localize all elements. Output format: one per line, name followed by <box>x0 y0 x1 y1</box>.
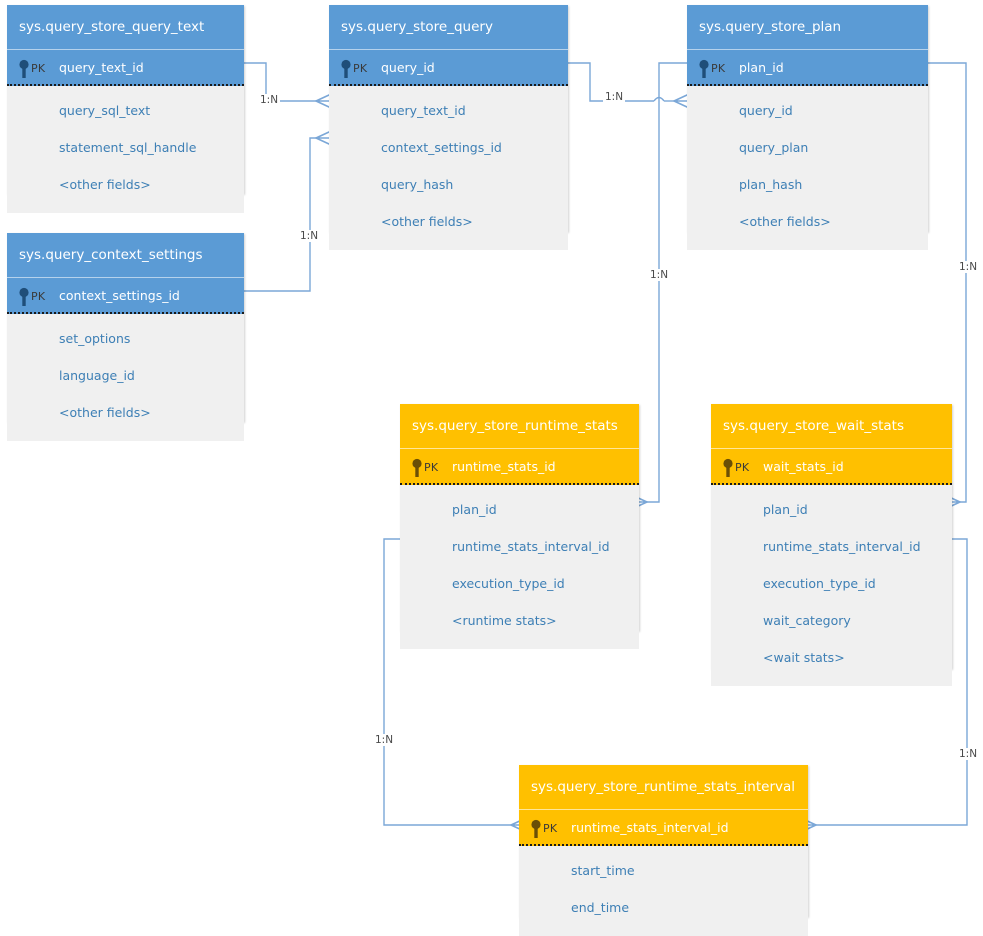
field-row: plan_hash <box>739 177 803 192</box>
pk-badge: PK <box>31 62 46 75</box>
entity-title: sys.query_store_runtime_stats <box>400 404 639 448</box>
connector-plan-to-wait-stats <box>928 62 967 503</box>
field-row: runtime_stats_interval_id <box>452 539 610 554</box>
key-icon <box>19 59 29 78</box>
primary-key-row[interactable]: PK wait_stats_id <box>711 448 952 485</box>
field-row: context_settings_id <box>381 140 502 155</box>
key-icon <box>723 458 733 477</box>
entity-fields: start_time end_time <box>519 846 808 936</box>
primary-key-row[interactable]: PK query_text_id <box>7 49 244 86</box>
key-icon <box>699 59 709 78</box>
field-row: <wait stats> <box>763 650 845 665</box>
entity-query-store-runtime-stats-interval[interactable]: sys.query_store_runtime_stats_interval P… <box>519 765 808 936</box>
connector-plan-to-runtime-stats <box>647 62 687 503</box>
entity-fields: query_text_id context_settings_id query_… <box>329 86 568 250</box>
pk-badge: PK <box>735 461 750 474</box>
cardinality-label-plan-runtime-stats: 1:N <box>648 269 671 281</box>
pk-badge: PK <box>424 461 439 474</box>
pk-field-name: query_id <box>381 59 435 75</box>
primary-key-row[interactable]: PK query_id <box>329 49 568 86</box>
primary-key-row[interactable]: PK runtime_stats_id <box>400 448 639 485</box>
primary-key-row[interactable]: PK plan_id <box>687 49 928 86</box>
field-row: query_hash <box>381 177 454 192</box>
entity-fields: set_options language_id <other fields> <box>7 314 244 441</box>
key-icon <box>19 287 29 306</box>
field-row: query_sql_text <box>59 103 151 118</box>
pk-field-name: context_settings_id <box>59 287 180 303</box>
entity-query-store-plan[interactable]: sys.query_store_plan PK plan_id query_id… <box>687 5 928 250</box>
field-row: execution_type_id <box>763 576 876 591</box>
field-row: <other fields> <box>381 214 473 229</box>
field-row: <other fields> <box>59 177 151 192</box>
connector-query-text-to-query <box>244 62 316 102</box>
pk-badge: PK <box>711 62 726 75</box>
cardinality-label-plan-wait-stats: 1:N <box>957 261 980 273</box>
primary-key-row[interactable]: PK runtime_stats_interval_id <box>519 809 808 846</box>
field-row: wait_category <box>763 613 851 628</box>
pk-field-name: runtime_stats_id <box>452 458 556 474</box>
entity-title: sys.query_store_wait_stats <box>711 404 952 448</box>
cardinality-label-context-settings-query: 1:N <box>298 230 321 242</box>
entity-title: sys.query_store_query_text <box>7 5 244 49</box>
pk-badge: PK <box>353 62 368 75</box>
key-icon <box>341 59 351 78</box>
entity-title: sys.query_context_settings <box>7 233 244 277</box>
entity-title: sys.query_store_query <box>329 5 568 49</box>
key-icon <box>531 819 541 838</box>
entity-title: sys.query_store_runtime_stats_interval <box>519 765 808 809</box>
connector-interval-to-wait-stats <box>816 538 968 826</box>
pk-badge: PK <box>543 822 558 835</box>
field-row: statement_sql_handle <box>59 140 197 155</box>
field-row: query_plan <box>739 140 809 155</box>
entity-fields: query_sql_text statement_sql_handle <oth… <box>7 86 244 213</box>
field-row: <runtime stats> <box>452 613 557 628</box>
pk-field-name: runtime_stats_interval_id <box>571 819 729 835</box>
field-row: query_text_id <box>381 103 466 118</box>
connector-context-settings-to-query <box>244 137 316 292</box>
entity-query-store-query-text[interactable]: sys.query_store_query_text PK query_text… <box>7 5 244 213</box>
cardinality-label-query-plan: 1:N <box>603 91 626 103</box>
field-row: set_options <box>59 331 131 346</box>
entity-query-store-query[interactable]: sys.query_store_query PK query_id query_… <box>329 5 568 250</box>
entity-query-store-runtime-stats[interactable]: sys.query_store_runtime_stats PK runtime… <box>400 404 639 649</box>
cardinality-label-query-text-query: 1:N <box>258 94 281 106</box>
entity-query-context-settings[interactable]: sys.query_context_settings PK context_se… <box>7 233 244 441</box>
entity-title: sys.query_store_plan <box>687 5 928 49</box>
field-row: query_id <box>739 103 793 118</box>
pk-field-name: wait_stats_id <box>763 458 844 474</box>
key-icon <box>412 458 422 477</box>
pk-field-name: query_text_id <box>59 59 144 75</box>
entity-fields: query_id query_plan plan_hash <other fie… <box>687 86 928 250</box>
field-row: start_time <box>571 863 635 878</box>
cardinality-label-interval-runtime-stats: 1:N <box>373 734 396 746</box>
cardinality-label-interval-wait-stats: 1:N <box>957 748 980 760</box>
field-row: runtime_stats_interval_id <box>763 539 921 554</box>
field-row: plan_id <box>763 502 808 517</box>
primary-key-row[interactable]: PK context_settings_id <box>7 277 244 314</box>
pk-badge: PK <box>31 290 46 303</box>
entity-fields: plan_id runtime_stats_interval_id execut… <box>711 485 952 686</box>
field-row: execution_type_id <box>452 576 565 591</box>
connector-interval-to-runtime-stats <box>383 538 511 826</box>
entity-fields: plan_id runtime_stats_interval_id execut… <box>400 485 639 649</box>
pk-field-name: plan_id <box>739 59 784 75</box>
field-row: <other fields> <box>59 405 151 420</box>
field-row: plan_id <box>452 502 497 517</box>
entity-query-store-wait-stats[interactable]: sys.query_store_wait_stats PK wait_stats… <box>711 404 952 686</box>
field-row: <other fields> <box>739 214 831 229</box>
field-row: end_time <box>571 900 630 915</box>
field-row: language_id <box>59 368 135 383</box>
